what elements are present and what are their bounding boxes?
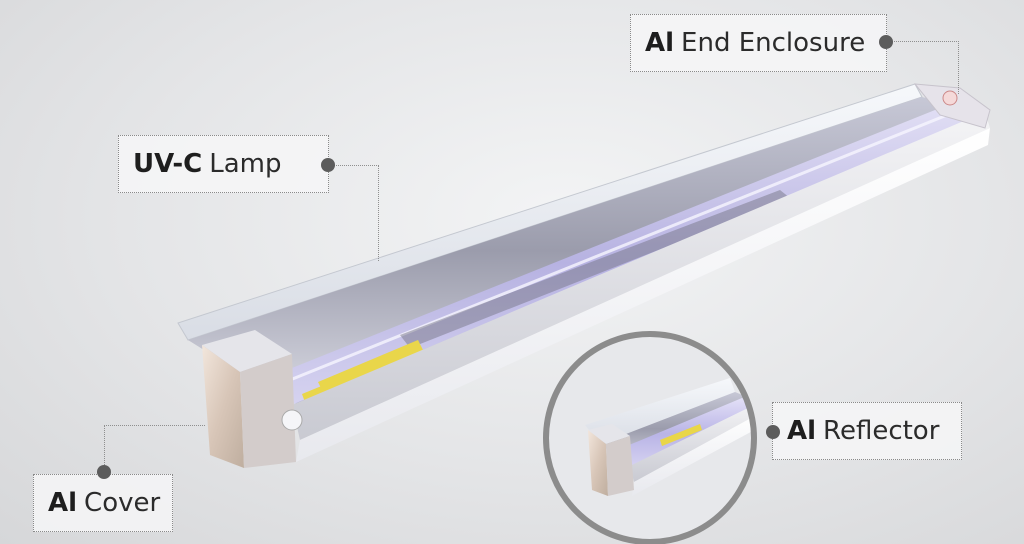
callout-cover-bold: Al <box>48 488 78 518</box>
near-end-cap-side <box>240 354 296 468</box>
far-end-enclosure <box>913 83 991 129</box>
leader-line-uvc-lamp <box>328 165 379 261</box>
callout-reflector-text: Reflector <box>823 416 940 446</box>
callout-end-enclosure-text: End Enclosure <box>681 28 866 58</box>
housing-side <box>296 128 990 462</box>
callout-uvc-lamp: UV-C Lamp <box>118 135 329 193</box>
magnifier-inset <box>543 331 757 544</box>
callout-cover-dot <box>97 465 111 479</box>
magnifier-ring <box>543 331 757 544</box>
near-end-cap-front <box>202 345 244 468</box>
callout-reflector: Al Reflector <box>772 402 962 460</box>
callout-uvc-lamp-bold: UV-C <box>133 149 203 179</box>
front-rim <box>292 112 990 440</box>
callout-cover-text: Cover <box>84 488 161 518</box>
callout-end-enclosure-dot <box>879 35 893 49</box>
leader-line-cover <box>104 425 205 471</box>
warning-label <box>318 340 424 394</box>
callout-reflector-dot <box>766 425 780 439</box>
callout-reflector-bold: Al <box>787 416 817 446</box>
callout-end-enclosure-bold: Al <box>645 28 675 58</box>
callout-uvc-lamp-text: Lamp <box>209 149 282 179</box>
callout-uvc-lamp-dot <box>321 158 335 172</box>
leader-line-end-enclosure <box>886 41 959 94</box>
near-end-cap-top <box>202 330 292 372</box>
callout-cover: Al Cover <box>33 474 173 532</box>
callout-end-enclosure: Al End Enclosure <box>630 14 887 72</box>
